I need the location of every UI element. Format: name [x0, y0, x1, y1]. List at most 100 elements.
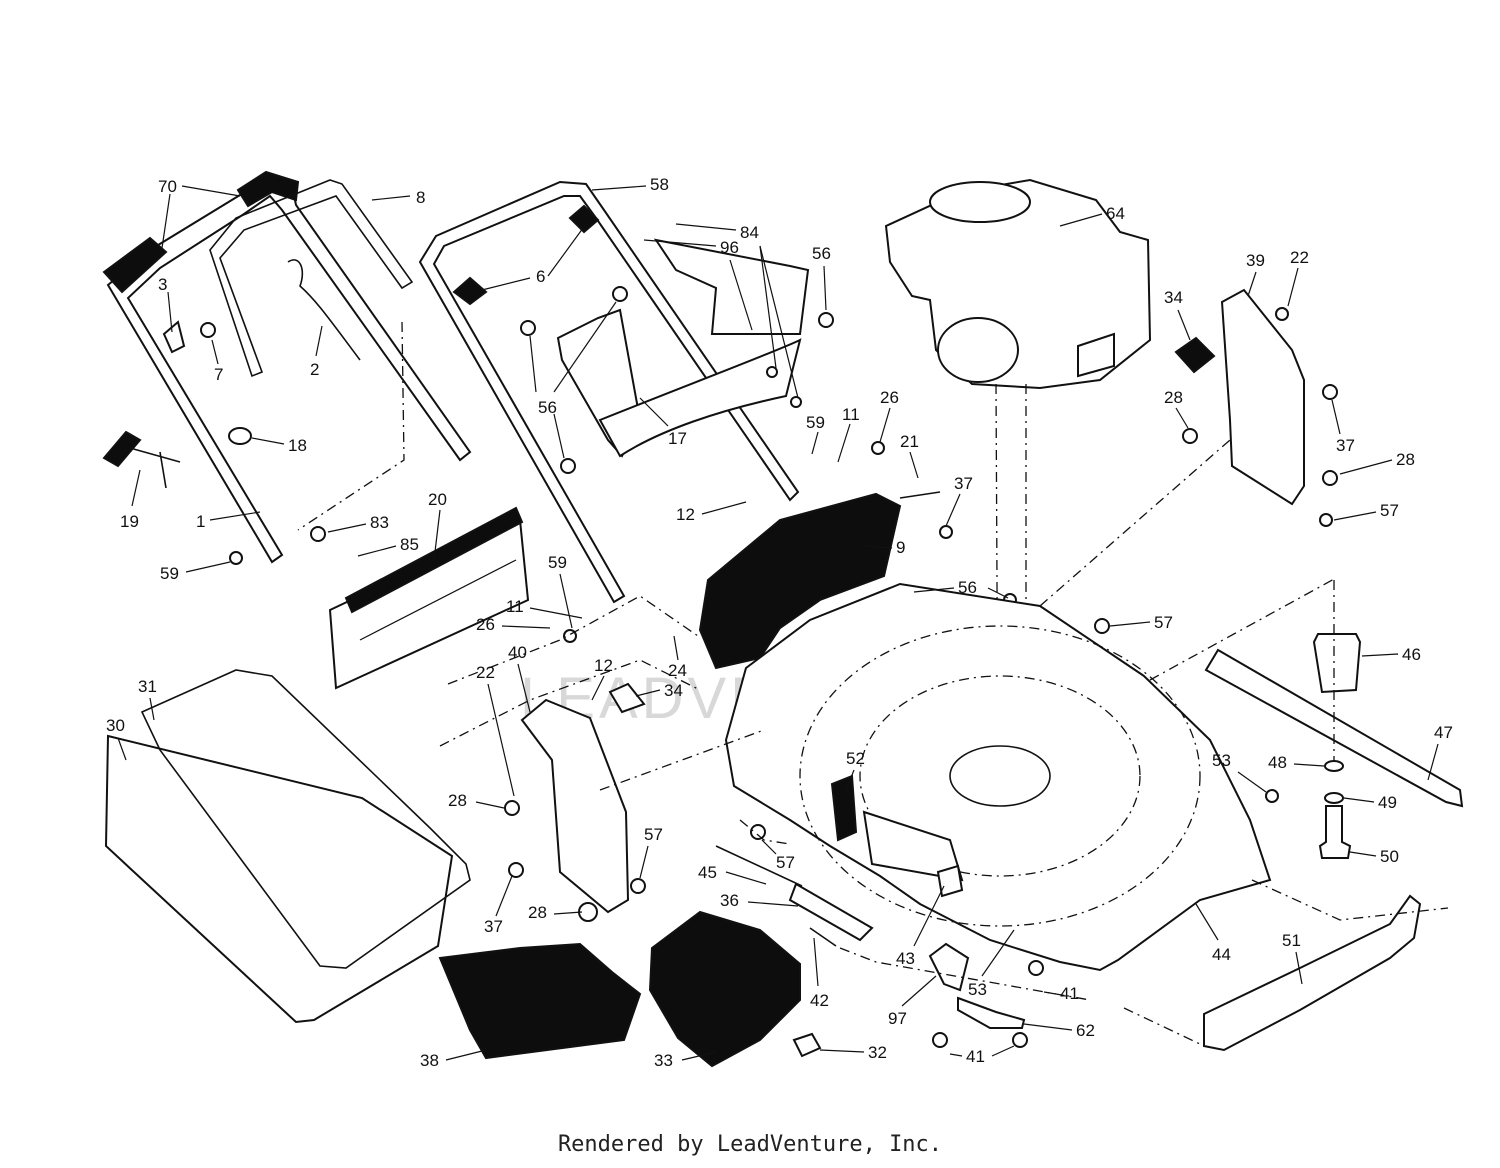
mower-deck-44: [724, 582, 1272, 972]
svg-text:24: 24: [668, 661, 687, 680]
svg-text:49: 49: [1378, 793, 1397, 812]
svg-text:42: 42: [810, 991, 829, 1010]
svg-text:28: 28: [448, 791, 467, 810]
svg-text:32: 32: [868, 1043, 887, 1062]
svg-text:36: 36: [720, 891, 739, 910]
svg-text:17: 17: [668, 429, 687, 448]
deflector-17-body: [598, 338, 802, 458]
svg-text:2: 2: [310, 360, 319, 379]
svg-text:59: 59: [548, 553, 567, 572]
mulch-plug-38: [438, 942, 642, 1060]
svg-text:1: 1: [196, 512, 205, 531]
svg-text:37: 37: [484, 917, 503, 936]
washer-48: [1324, 760, 1344, 772]
clip-32: [792, 1032, 822, 1058]
svg-text:26: 26: [880, 388, 899, 407]
nut-43: [936, 864, 964, 898]
svg-text:19: 19: [120, 512, 139, 531]
svg-text:41: 41: [1060, 984, 1079, 1003]
knob-6a: [452, 276, 488, 306]
knob-34-left: [608, 682, 646, 714]
lower-handle-1: [102, 170, 472, 564]
engine-64: [884, 178, 1152, 390]
svg-text:97: 97: [888, 1009, 907, 1028]
svg-text:6: 6: [536, 267, 545, 286]
svg-text:43: 43: [896, 949, 915, 968]
svg-text:7: 7: [214, 365, 223, 384]
washer-49: [1324, 792, 1344, 804]
bracket-62: [957, 996, 1026, 1029]
knob-6b: [568, 204, 600, 234]
svg-text:56: 56: [812, 244, 831, 263]
svg-text:45: 45: [698, 863, 717, 882]
discharge-chute-33: [648, 910, 801, 1068]
svg-text:11: 11: [506, 597, 524, 616]
svg-text:3: 3: [158, 275, 167, 294]
footer-credit: Rendered by LeadVenture, Inc.: [557, 1132, 943, 1157]
svg-text:37: 37: [1336, 436, 1355, 455]
cable-2: [287, 259, 361, 361]
svg-text:20: 20: [428, 490, 447, 509]
svg-text:34: 34: [664, 681, 683, 700]
svg-text:47: 47: [1434, 723, 1453, 742]
bracket-96: [653, 238, 810, 335]
svg-text:62: 62: [1076, 1021, 1095, 1040]
svg-text:51: 51: [1282, 931, 1301, 950]
svg-text:64: 64: [1106, 204, 1125, 223]
svg-text:9: 9: [896, 538, 905, 557]
svg-text:38: 38: [420, 1051, 439, 1070]
svg-text:84: 84: [740, 223, 759, 242]
svg-text:8: 8: [416, 188, 425, 207]
svg-text:53: 53: [968, 980, 987, 999]
axle-bracket-39: [1220, 288, 1305, 506]
svg-text:50: 50: [1380, 847, 1399, 866]
svg-text:22: 22: [1290, 248, 1309, 267]
rear-door-9: [698, 492, 902, 670]
svg-text:48: 48: [1268, 753, 1287, 772]
svg-text:96: 96: [720, 238, 739, 257]
svg-text:12: 12: [676, 505, 695, 524]
svg-text:12: 12: [594, 656, 613, 675]
svg-text:57: 57: [1380, 501, 1399, 520]
svg-text:33: 33: [654, 1051, 673, 1070]
svg-text:85: 85: [400, 535, 419, 554]
bolt-50: [1318, 805, 1352, 859]
svg-text:34: 34: [1164, 288, 1183, 307]
grass-bag-30: [104, 734, 454, 1024]
svg-text:41: 41: [966, 1047, 985, 1066]
hinge-door-20: [328, 506, 530, 690]
svg-text:57: 57: [644, 825, 663, 844]
svg-text:56: 56: [538, 398, 557, 417]
bag-frame-31: [140, 669, 471, 969]
spring-42: [809, 927, 837, 947]
svg-text:52: 52: [846, 749, 865, 768]
assembly-lines: [297, 321, 1449, 1045]
svg-text:28: 28: [528, 903, 547, 922]
bolt-19: [129, 447, 181, 489]
svg-text:59: 59: [160, 564, 179, 583]
skirt-51: [1203, 894, 1422, 1052]
svg-text:44: 44: [1212, 945, 1231, 964]
svg-text:58: 58: [650, 175, 669, 194]
bracket-97: [928, 942, 970, 992]
svg-text:30: 30: [106, 716, 125, 735]
svg-text:11: 11: [842, 405, 860, 424]
svg-text:39: 39: [1246, 251, 1265, 270]
hinge-bracket-36: [788, 882, 874, 942]
bolt-7: [200, 322, 216, 338]
knob-34-right: [1174, 336, 1216, 374]
rod-45: [715, 845, 803, 887]
clip-3: [162, 320, 186, 354]
svg-text:59: 59: [806, 413, 825, 432]
adapter-46: [1312, 633, 1362, 694]
svg-text:28: 28: [1164, 388, 1183, 407]
svg-text:26: 26: [476, 615, 495, 634]
svg-text:57: 57: [1154, 613, 1173, 632]
rod-9: [899, 491, 941, 499]
svg-text:22: 22: [476, 663, 495, 682]
svg-text:21: 21: [900, 432, 919, 451]
svg-text:57: 57: [776, 853, 795, 872]
svg-text:70: 70: [158, 177, 177, 196]
